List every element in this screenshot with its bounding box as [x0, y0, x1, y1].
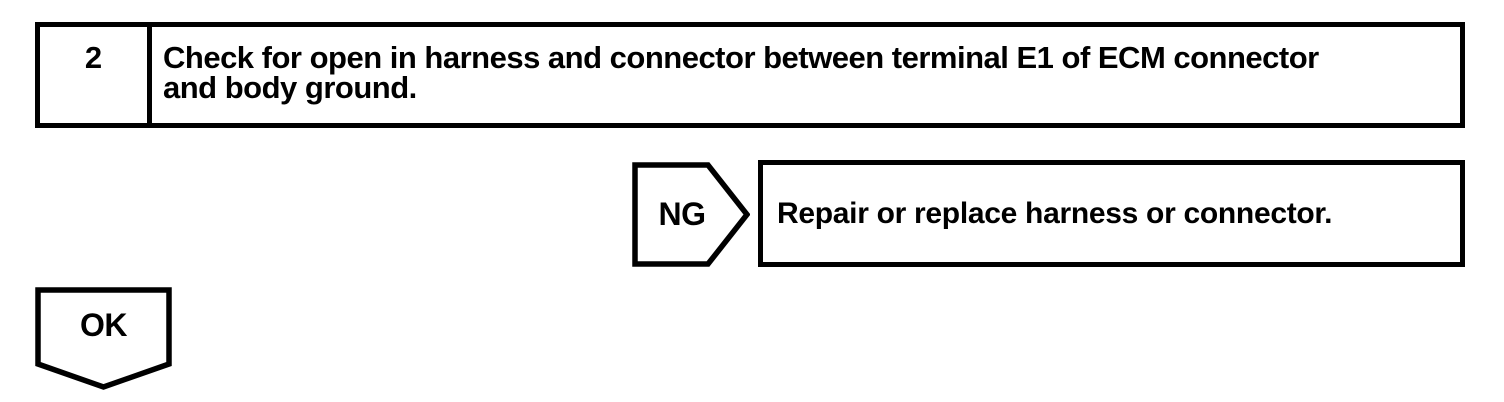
ng-arrow-icon [632, 162, 750, 267]
ng-connector: NG [632, 162, 750, 267]
ng-label: NG [658, 196, 707, 232]
ok-label: OK [80, 307, 128, 343]
ng-action-box: Repair or replace harness or connector. [758, 160, 1465, 267]
ng-action-text: Repair or replace harness or connector. [777, 196, 1333, 230]
step-number: 2 [40, 27, 152, 123]
step-box: 2 Check for open in harness and connecto… [35, 22, 1465, 128]
ok-connector: OK [35, 287, 172, 390]
step-instruction: Check for open in harness and connector … [163, 40, 1319, 105]
ok-arrow-icon [35, 287, 172, 390]
